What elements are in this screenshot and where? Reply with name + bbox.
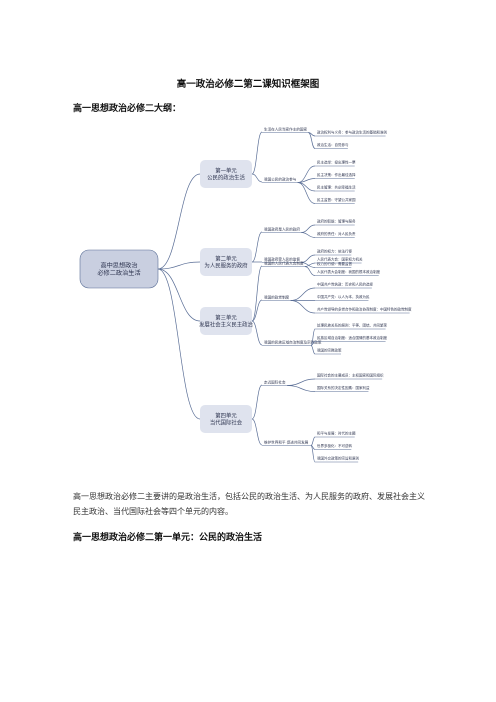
leaf-label: 民主选举：投出理性一票 [317,160,356,165]
connector-root-unit [157,268,201,322]
branch-label: 我国政府受人民的监督 [264,257,300,262]
leaf-label: 中国共产党：以人为本，执政为民 [317,294,370,299]
connector-unit-branch [251,173,263,183]
connector-branch-leaf [297,165,316,183]
leaf-label: 民族区域自治制度：适合国情的基本政治制度 [317,335,387,340]
unit-label: 第三单元发展社会主义民主政治 [199,314,254,329]
leaf-label: 政府的责任：对人民负责 [317,231,356,236]
branch-label: 我国的民族区域自治制度及宗教政策 [264,340,322,345]
leaf-label: 共产党领导的多党合作和政治协商制度：中国特色的政党制度 [317,307,412,312]
leaf-label: 民主决策：作出最佳选择 [317,172,356,177]
connector-branch-leaf [287,378,316,386]
leaf-label: 国际社会的主要成员：主权国家和国际组织 [317,373,384,378]
connector-unit-branch [251,131,263,175]
leaf-label: 政治生活：自觉参与 [317,142,349,147]
connector-branch-leaf [287,385,316,392]
leaf-label: 政治权利与义务：参与政治生活的基础和准则 [317,130,387,135]
connector-branch-leaf [310,345,316,355]
leaf-label: 我国的宗教政策 [317,348,342,353]
connector-branch-leaf [301,232,316,238]
connector-branch-leaf [304,266,316,276]
connector-branch-leaf [310,436,316,446]
connector-unit-branch [251,418,263,446]
branch-label: 我国的政党制度 [264,295,290,300]
unit-label: 第四单元当代国际社会 [210,412,243,427]
leaf-label: 政府的职能：管理与服务 [317,219,356,224]
connector-unit-branch [251,299,263,322]
connector-root-unit [157,261,201,270]
connector-root-unit [157,268,201,420]
unit-node [200,307,252,335]
connector-branch-leaf [290,300,316,314]
leaf-label: 人民代表大会：国家权力机关 [317,257,363,262]
branch-label: 我国公民的政治参与 [264,177,297,182]
connector-branch-leaf [301,262,316,268]
leaf-label: 我国外交政策的宗旨和原则 [317,456,359,461]
branch-label: 走近国际社会 [264,380,286,385]
unit-one-heading: 高一思想政治必修二第一单元：公民的政治生活 [73,533,263,543]
connector-branch-leaf [310,445,316,463]
connector-branch-leaf [297,182,316,204]
connector-unit-branch [251,265,263,322]
unit-node [200,248,252,276]
unit-label: 第一单元公民的政治生活 [207,167,245,182]
leaf-label: 人民代表大会制度：我国的根本政治制度 [317,269,380,274]
root-label: 高中思想政治必修二政治生活 [97,261,140,277]
connector-branch-leaf [301,224,316,233]
unit-node [200,405,252,433]
unit-label: 第二单元为人民服务的政府 [204,255,248,270]
leaf-label: 世界多极化：不可逆转 [317,443,352,448]
connector-unit-branch [251,231,263,263]
connector-branch-leaf [297,182,316,192]
branch-label: 我国的人民代表大会制度 [264,261,304,266]
leaf-label: 处理民族关系的原则：平等、团结、共同繁荣 [317,323,387,328]
leaf-label: 和平与发展：时代的主题 [317,431,356,436]
leaf-label: 民主监督：守望公共家园 [317,197,356,202]
connector-branch-leaf [308,132,316,149]
branch-label: 我国政府是人民的政府 [264,227,300,232]
document-title: 高一政治必修二第二课知识框架图 [176,79,320,90]
branch-label: 生活在人民当家作主的国家 [264,127,308,132]
leaf-label: 民主管理：共创幸福生活 [317,185,356,190]
connector-branch-leaf [290,287,316,301]
branch-label: 维护世界和平 促进共同发展 [264,440,309,445]
connector-unit-branch [251,384,263,420]
leaf-label: 权力的行使：需要监督 [317,261,352,266]
connector-root-unit [157,173,201,270]
section-heading: 高一思想政治必修二大纲： [73,104,182,114]
leaf-label: 中国共产党执政：历史和人民的选择 [317,282,373,287]
connector-unit-branch [251,320,263,346]
unit-node [200,160,252,188]
intro-paragraph: 高一思想政治必修二主要讲的是政治生活，包括公民的政治生活、为人民服务的政府、发展… [73,492,425,516]
leaf-label: 国际关系的决定性因素：国家利益 [317,385,370,390]
leaf-label: 政府的权力：依法行使 [317,249,352,254]
